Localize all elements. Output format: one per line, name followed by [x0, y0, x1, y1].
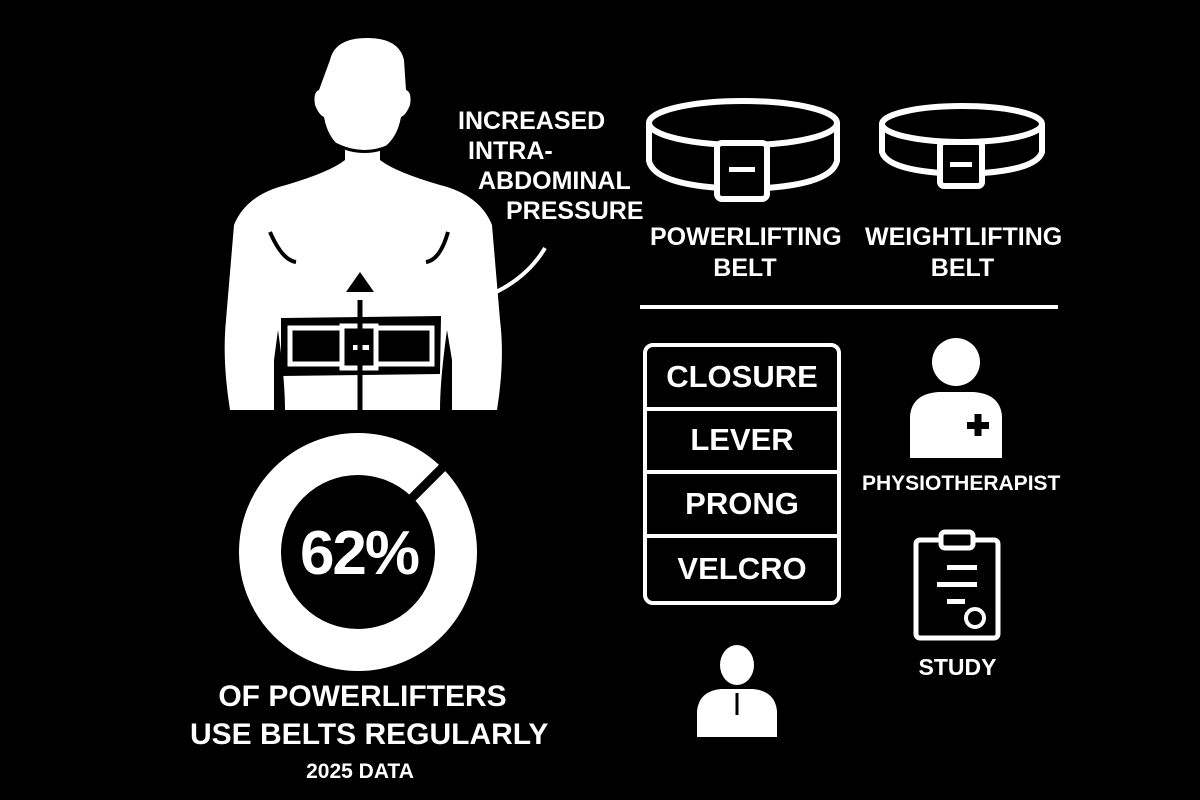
callout-line: PRESSURE [506, 197, 644, 225]
person-icon [697, 645, 777, 737]
study-label: STUDY [918, 654, 997, 680]
callout-line: INCREASED [458, 107, 606, 135]
caption-line: USE BELTS REGULARLY [190, 718, 549, 751]
powerlifting-belt-label: POWERLIFTING BELT [650, 222, 842, 284]
clipboard-icon [913, 529, 1001, 641]
label-line: WEIGHTLIFTING [865, 223, 1063, 251]
weightlifting-belt-icon [879, 103, 1045, 189]
closure-types-table: CLOSURE LEVER PRONG VELCRO [643, 343, 841, 605]
usage-donut [239, 433, 477, 671]
stat-caption: OF POWERLIFTERS USE BELTS REGULARLY [190, 678, 549, 754]
callout-connector [459, 246, 547, 307]
stat-source: 2025 DATA [306, 760, 414, 783]
physiotherapist-label: PHYSIOTHERAPIST [862, 472, 1061, 495]
section-divider [640, 305, 1058, 309]
label-line: POWERLIFTING [650, 223, 842, 251]
powerlifting-belt-icon [646, 98, 840, 202]
closure-row: LEVER [647, 411, 837, 474]
label-line: BELT [930, 254, 995, 282]
weightlifting-belt-label: WEIGHTLIFTING BELT [865, 222, 1063, 284]
physiotherapist-icon [910, 338, 1002, 458]
closure-row: VELCRO [677, 551, 807, 587]
donut-ring [239, 433, 477, 671]
pressure-callout: INCREASED INTRA- ABDOMINAL PRESSURE [458, 106, 644, 226]
callout-line: INTRA- [468, 137, 553, 165]
caption-line: OF POWERLIFTERS [218, 680, 507, 713]
callout-line: ABDOMINAL [478, 167, 631, 195]
label-line: BELT [713, 254, 777, 282]
donut-gap [404, 461, 449, 506]
closure-row: CLOSURE [647, 347, 837, 411]
closure-row: PRONG [647, 474, 837, 538]
stat-value: 62% [299, 519, 420, 588]
